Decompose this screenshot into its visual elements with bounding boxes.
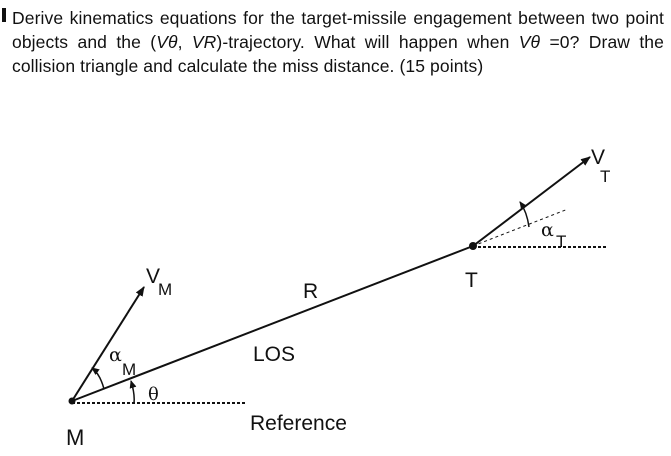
target-label: T <box>465 269 478 292</box>
question-part-3: =0? Draw the collision triangle and calc… <box>12 32 664 76</box>
alpha-m-symbol: α <box>109 344 122 366</box>
missile-point <box>68 397 76 405</box>
theta-arc <box>129 380 137 404</box>
los-label: LOS <box>253 343 295 366</box>
target-velocity-vector <box>472 156 591 247</box>
target-velocity-label: V <box>591 146 605 169</box>
missile-label: M <box>66 425 84 450</box>
v-r-symbol: VR <box>191 32 217 52</box>
missile-velocity-subscript: M <box>158 280 172 299</box>
theta-symbol: θ <box>148 384 159 405</box>
range-label: R <box>303 280 318 303</box>
alpha-t-subscript: T <box>556 232 566 251</box>
target-velocity-subscript: T <box>600 167 610 186</box>
los-line <box>71 245 474 402</box>
question-number-mark <box>2 8 6 22</box>
v-theta-symbol: Vθ <box>156 32 178 52</box>
question-text: Derive kinematics equations for the targ… <box>12 6 664 78</box>
alpha-m-arc <box>91 367 105 390</box>
alpha-t-symbol: α <box>541 219 554 241</box>
question-part-1: Derive kinematics equations for the targ… <box>12 8 664 52</box>
v-theta-symbol-2: Vθ <box>518 32 541 52</box>
reference-label: Reference <box>250 412 347 435</box>
question-part-2: )-trajectory. What will happen when <box>216 32 519 52</box>
alpha-m-subscript: M <box>122 360 136 379</box>
target-point <box>469 242 477 250</box>
missile-velocity-vector <box>71 286 145 402</box>
los-extension-line <box>472 208 569 247</box>
alpha-t-arc <box>519 201 530 228</box>
question-comma: , <box>177 32 192 52</box>
missile-velocity-label: V <box>146 265 160 288</box>
